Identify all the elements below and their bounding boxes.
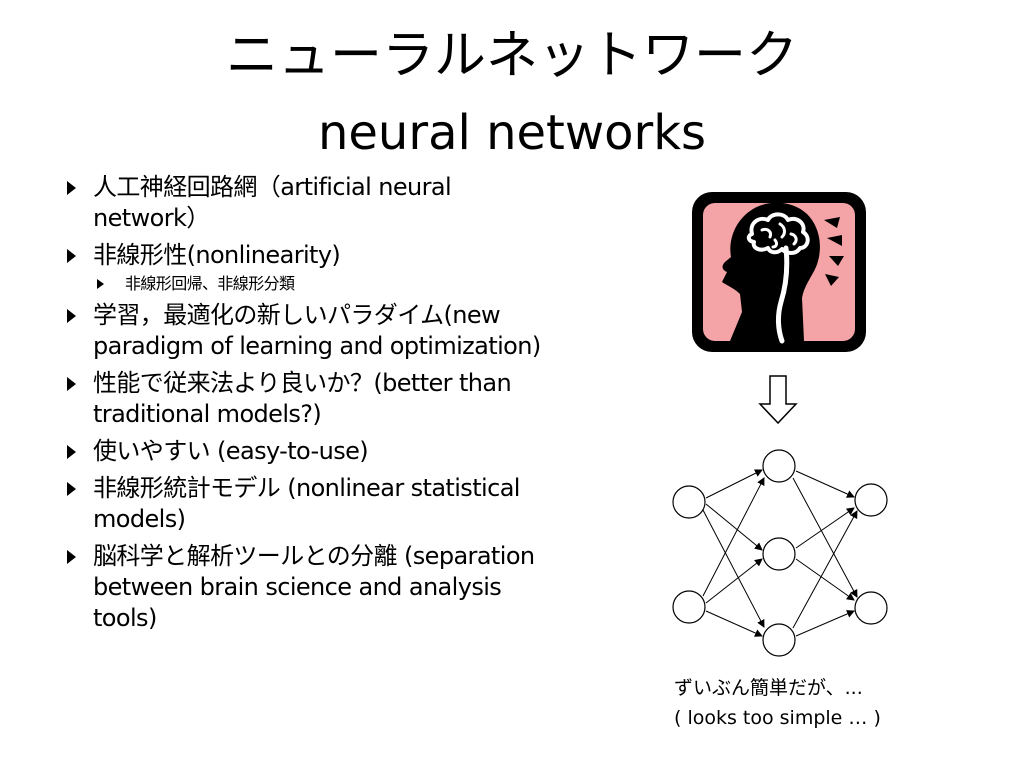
- bullet-item: 脳科学と解析ツールとの分離 (separation between brain …: [58, 541, 548, 634]
- bullet-arrow-icon: [67, 377, 76, 391]
- neural-network-diagram: [672, 449, 888, 657]
- signal-mark: [824, 217, 840, 228]
- bullet-arrow-icon: [67, 445, 76, 459]
- spinal-cord: [776, 245, 790, 344]
- hidden-node: [762, 623, 796, 657]
- hidden-node: [762, 449, 796, 483]
- brain-outline: [746, 212, 810, 255]
- bullet-item: 使いやすい (easy-to-use): [58, 436, 548, 467]
- bullet-arrow-icon: [67, 482, 76, 496]
- sub-bullet-item: 非線形回帰、非線形分類: [58, 273, 548, 295]
- signal-mark: [825, 274, 839, 286]
- caption-line-english: ( looks too simple … ): [674, 707, 881, 729]
- brain-folds: [760, 222, 798, 249]
- bullet-text: 使いやすい (easy-to-use): [93, 437, 369, 465]
- bullet-arrow-icon: [67, 550, 76, 564]
- down-arrow-icon: [758, 375, 798, 425]
- network-connections: [702, 469, 858, 637]
- title-japanese: ニューラルネットワーク: [225, 26, 798, 86]
- bullet-item: 非線形統計モデル (nonlinear statistical models): [58, 473, 548, 535]
- bullet-arrow-icon: [67, 181, 76, 195]
- hidden-node: [762, 537, 796, 571]
- caption: ずいぶん簡単だが、... ( looks too simple … ): [674, 673, 1014, 733]
- title-english: neural networks: [317, 105, 707, 161]
- network-nodes: [672, 449, 888, 657]
- sub-bullet-text: 非線形回帰、非線形分類: [125, 274, 295, 293]
- bullet-text: 人工神経回路網（artificial neural network）: [93, 173, 452, 232]
- bullet-text: 性能で従来法より良いか？(better than traditional mod…: [93, 369, 512, 428]
- bullet-arrow-icon: [67, 249, 76, 263]
- bullet-item: 非線形性(nonlinearity): [58, 240, 548, 271]
- input-node: [672, 485, 706, 519]
- signal-mark: [829, 256, 844, 266]
- bullet-arrow-icon: [67, 309, 76, 323]
- bullet-text: 非線形性(nonlinearity): [93, 241, 341, 269]
- bullet-item: 学習，最適化の新しいパラダイム(new paradigm of learning…: [58, 300, 548, 362]
- bullet-text: 非線形統計モデル (nonlinear statistical models): [93, 474, 520, 533]
- bullet-item: 人工神経回路網（artificial neural network）: [58, 172, 548, 234]
- bullet-text: 学習，最適化の新しいパラダイム(new paradigm of learning…: [93, 301, 541, 360]
- caption-line-japanese: ずいぶん簡単だが、...: [674, 677, 863, 699]
- signal-mark: [827, 235, 842, 246]
- input-node: [672, 590, 706, 624]
- output-node: [854, 483, 888, 517]
- sub-bullet-arrow-icon: [97, 279, 104, 289]
- bullet-text: 脳科学と解析ツールとの分離 (separation between brain …: [93, 542, 535, 632]
- head-with-brain-icon: [692, 192, 866, 352]
- bullet-item: 性能で従来法より良いか？(better than traditional mod…: [58, 368, 548, 430]
- bullet-list: 人工神経回路網（artificial neural network） 非線形性(…: [58, 172, 548, 640]
- output-node: [854, 591, 888, 625]
